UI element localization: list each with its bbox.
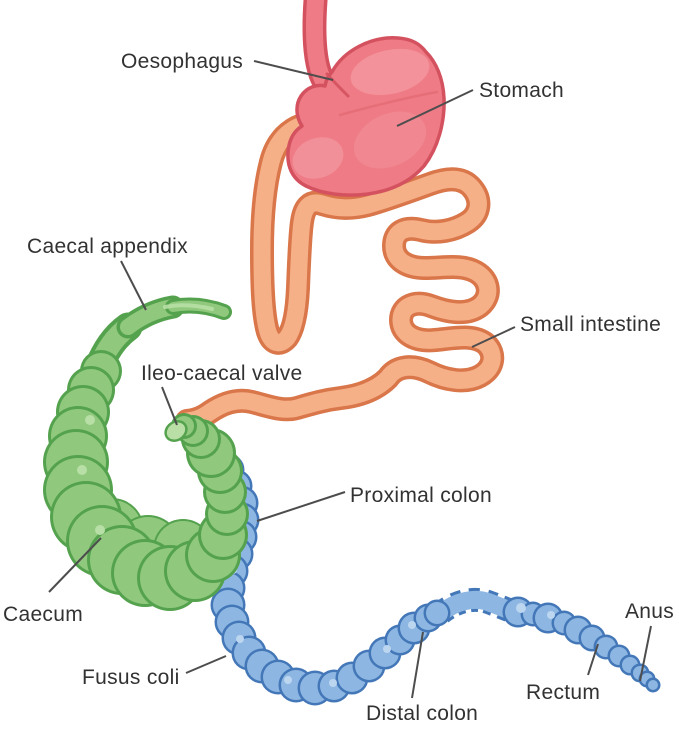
- leader-small-intestine: [471, 326, 516, 348]
- leader-ileo-caecal-valve: [161, 386, 178, 426]
- labels: Oesophagus Stomach Caecal appendix Ileo-…: [3, 50, 674, 725]
- small-intestine-shape: [175, 113, 505, 433]
- leader-rectum: [587, 643, 599, 676]
- leader-oesophagus: [253, 60, 334, 81]
- label-distal-colon: Distal colon: [366, 702, 478, 725]
- label-caecum: Caecum: [3, 603, 83, 626]
- label-stomach: Stomach: [479, 79, 564, 102]
- label-caecal-appendix: Caecal appendix: [27, 235, 188, 258]
- label-rectum: Rectum: [526, 681, 600, 704]
- label-fusus-coli: Fusus coli: [82, 666, 180, 689]
- label-small-intestine: Small intestine: [520, 313, 661, 336]
- ileo-caecal-valve-shape: [164, 420, 188, 442]
- label-ileo-caecal-valve: Ileo-caecal valve: [141, 362, 303, 385]
- label-oesophagus: Oesophagus: [121, 50, 243, 73]
- leader-anus: [639, 625, 652, 682]
- caecum-shape: [43, 295, 249, 611]
- leader-caecal-appendix: [120, 260, 147, 311]
- label-proximal-colon: Proximal colon: [350, 484, 492, 507]
- leader-caecum: [48, 537, 102, 593]
- stomach-shape: [286, 36, 446, 197]
- leader-stomach: [396, 89, 474, 127]
- leader-proximal-colon: [256, 491, 346, 522]
- colon-shape: [189, 427, 661, 706]
- rectum-anus-shape: [563, 615, 661, 693]
- label-anus: Anus: [625, 600, 674, 623]
- leader-distal-colon: [411, 631, 424, 699]
- leader-lines: [48, 60, 652, 699]
- leader-fusus-coli: [185, 655, 227, 674]
